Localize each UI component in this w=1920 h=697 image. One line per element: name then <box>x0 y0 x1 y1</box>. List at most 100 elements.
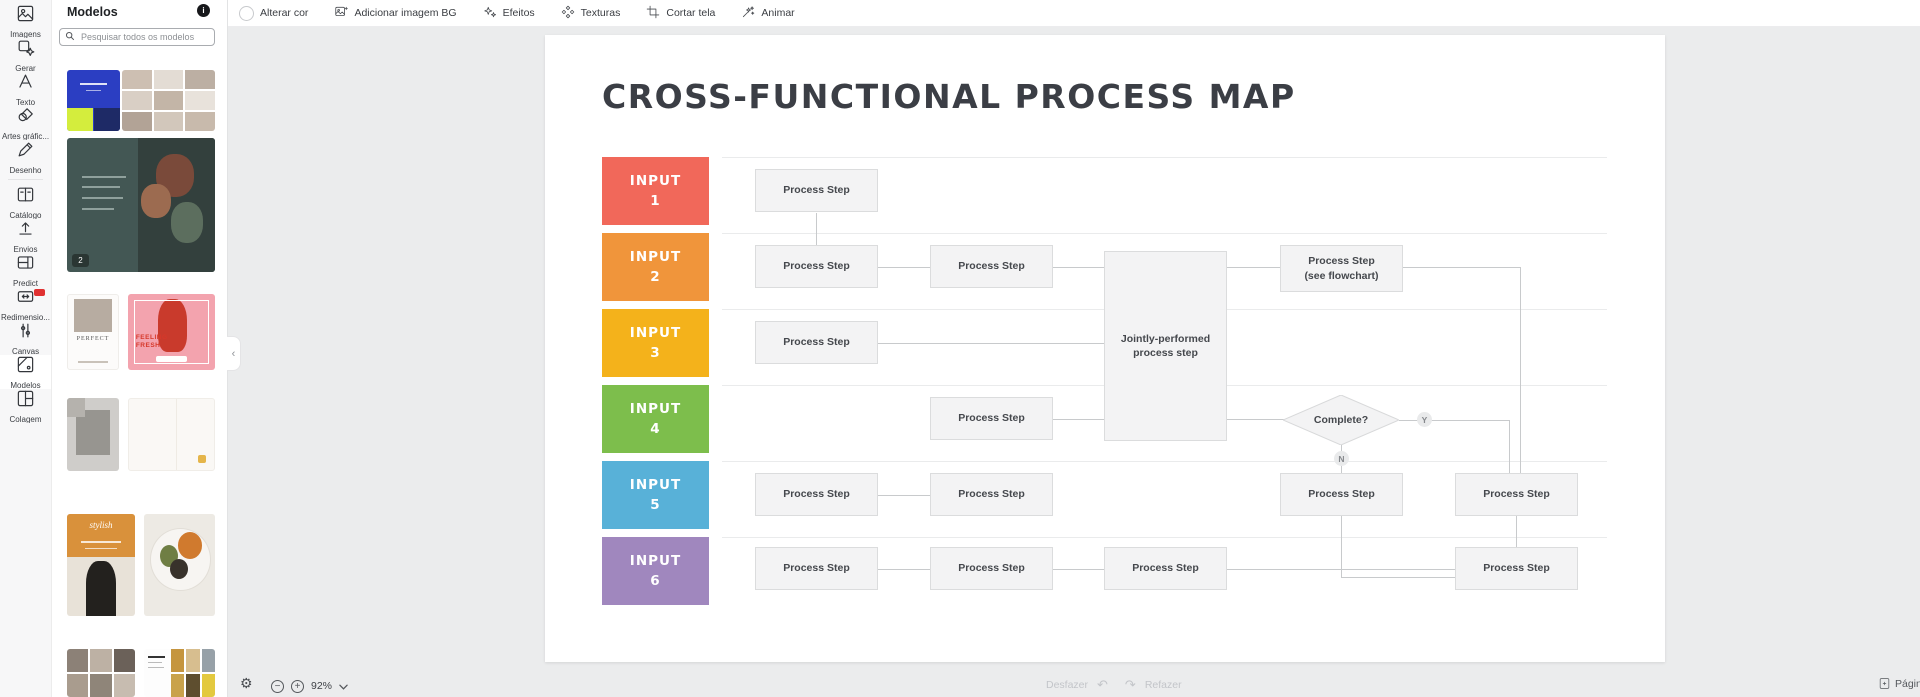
thumb-cell <box>67 514 135 557</box>
thumb-cell <box>122 112 152 131</box>
redo-label[interactable]: Refazer <box>1144 679 1182 691</box>
canvas-icon <box>16 321 35 345</box>
thumb-cell <box>197 454 206 463</box>
undo-icon[interactable]: ↶ <box>1097 677 1108 692</box>
settings-gear-button[interactable]: ⚙ <box>240 675 253 692</box>
process-step-box[interactable]: Process Step <box>755 169 878 212</box>
process-step-box[interactable]: Process Step <box>1280 473 1403 516</box>
process-step-label: Process Step <box>958 488 1025 501</box>
change-color-button[interactable]: Alterar cor <box>239 5 308 21</box>
process-step-see-flowchart-box[interactable]: Process Step (see flowchart) <box>1280 245 1403 292</box>
template-thumbnail-collage-grid[interactable] <box>67 649 135 697</box>
generate-icon <box>16 38 35 62</box>
process-step-label: Process Step <box>783 260 850 273</box>
sidebar-item-gerar[interactable]: Gerar <box>0 38 51 72</box>
sidebar-item-label: Artes gráfic... <box>1 132 50 140</box>
sidebar-item-texto[interactable]: Texto <box>0 72 51 106</box>
sidebar-item-desenho[interactable]: Desenho <box>0 140 51 174</box>
connector-line <box>1341 577 1455 578</box>
sidebar-item-envios[interactable]: Envios <box>0 219 51 253</box>
sidebar-item-colagem[interactable]: Colagem <box>0 389 51 423</box>
redo-icon[interactable]: ↷ <box>1124 677 1136 692</box>
yes-branch-label: Y <box>1417 412 1432 427</box>
process-step-label: Process Step <box>1132 562 1199 575</box>
sidebar-item-canvas[interactable]: Canvas <box>0 321 51 355</box>
lane-line <box>722 233 1607 234</box>
pages-button[interactable]: Páginas <box>1878 677 1920 690</box>
input-box-6[interactable]: INPUT 6 <box>602 537 709 605</box>
sidebar-item-modelos[interactable]: Modelos <box>0 355 51 389</box>
process-step-box[interactable]: Process Step <box>1104 547 1227 590</box>
sidebar-item-predict[interactable]: Predict <box>0 253 51 287</box>
process-step-box[interactable]: Process Step <box>930 473 1053 516</box>
thumb-cell <box>175 399 177 470</box>
process-step-box[interactable]: Process Step <box>755 321 878 364</box>
crop-button[interactable]: Cortar tela <box>646 5 715 22</box>
template-thumbnail-stylish[interactable]: stylish <box>67 514 135 616</box>
template-thumbnail-food[interactable] <box>144 514 215 616</box>
template-thumbnail-perfect[interactable]: PERFECT <box>67 294 119 370</box>
sidebar-item-artes-graficas[interactable]: Artes gráfic... <box>0 106 51 140</box>
decision-diamond[interactable]: Complete? <box>1283 395 1399 445</box>
images-icon <box>16 4 35 28</box>
sidebar-item-catalogo[interactable]: Catálogo <box>0 185 51 219</box>
process-step-box[interactable]: Process Step <box>1455 473 1578 516</box>
process-step-box[interactable]: Process Step <box>930 547 1053 590</box>
animate-icon <box>741 5 755 22</box>
textures-button[interactable]: Texturas <box>561 5 620 22</box>
template-thumbnail-logo-set[interactable] <box>67 70 120 131</box>
zoom-out-button[interactable]: − <box>271 679 284 693</box>
input-box-5[interactable]: INPUT 5 <box>602 461 709 529</box>
left-icon-rail: Imagens Gerar Texto Artes gráfic... Dese… <box>0 0 52 697</box>
document-title[interactable]: CROSS-FUNCTIONAL PROCESS MAP <box>602 77 1296 116</box>
undo-label[interactable]: Desfazer <box>1046 679 1089 691</box>
template-search[interactable] <box>59 28 215 46</box>
input-box-3[interactable]: INPUT 3 <box>602 309 709 377</box>
connector-line <box>1053 569 1104 570</box>
see-flowchart-line2: (see flowchart) <box>1304 269 1379 282</box>
thumb-cell <box>155 356 188 363</box>
template-thumbnail-photo-grid[interactable] <box>122 70 215 131</box>
chevron-down-icon[interactable] <box>339 677 348 695</box>
process-step-box[interactable]: Process Step <box>755 547 878 590</box>
thumb-cell <box>185 112 215 131</box>
add-image-icon <box>334 5 349 22</box>
process-step-box[interactable]: Process Step <box>755 245 878 288</box>
design-canvas-page[interactable]: CROSS-FUNCTIONAL PROCESS MAP INPUT 1 INP… <box>545 35 1665 662</box>
collage-icon <box>16 389 35 413</box>
process-step-box[interactable]: Process Step <box>930 245 1053 288</box>
input-box-4[interactable]: INPUT 4 <box>602 385 709 453</box>
sidebar-item-redimensionar[interactable]: Redimensio... <box>0 287 51 321</box>
effects-button[interactable]: Efeitos <box>483 5 535 22</box>
process-step-box[interactable]: Process Step <box>930 397 1053 440</box>
connector-line <box>1509 420 1510 473</box>
thumb-cell <box>134 300 209 364</box>
process-step-box[interactable]: Process Step <box>755 473 878 516</box>
jointly-performed-box[interactable]: Jointly-performed process step <box>1104 251 1227 441</box>
input-box-1[interactable]: INPUT 1 <box>602 157 709 225</box>
animate-button[interactable]: Animar <box>741 5 795 22</box>
zoom-in-button[interactable]: + <box>291 679 304 693</box>
input-box-2[interactable]: INPUT 2 <box>602 233 709 301</box>
thumb-cell <box>170 202 204 243</box>
sidebar-item-label: Modelos <box>10 381 41 389</box>
add-bg-image-button[interactable]: Adicionar imagem BG <box>334 5 457 22</box>
process-step-box[interactable]: Process Step <box>1455 547 1578 590</box>
panel-collapse-button[interactable]: ‹ <box>227 336 241 371</box>
panel-title: Modelos <box>67 5 118 19</box>
template-thumbnail-gray-collage[interactable] <box>67 398 119 471</box>
search-input[interactable] <box>79 31 203 43</box>
sidebar-item-imagens[interactable]: Imagens <box>0 4 51 38</box>
thumb-cell <box>80 83 107 86</box>
info-icon[interactable]: i <box>197 4 210 17</box>
lane-line <box>722 157 1607 158</box>
template-thumbnail-mustard[interactable] <box>144 649 215 697</box>
toolbar-label: Efeitos <box>502 7 535 19</box>
zoom-level[interactable]: 92% <box>311 680 333 692</box>
connector-line <box>878 569 930 570</box>
template-thumbnail-presentation[interactable]: 2 <box>67 138 215 272</box>
template-thumbnail-cream-minimal[interactable] <box>128 398 215 471</box>
